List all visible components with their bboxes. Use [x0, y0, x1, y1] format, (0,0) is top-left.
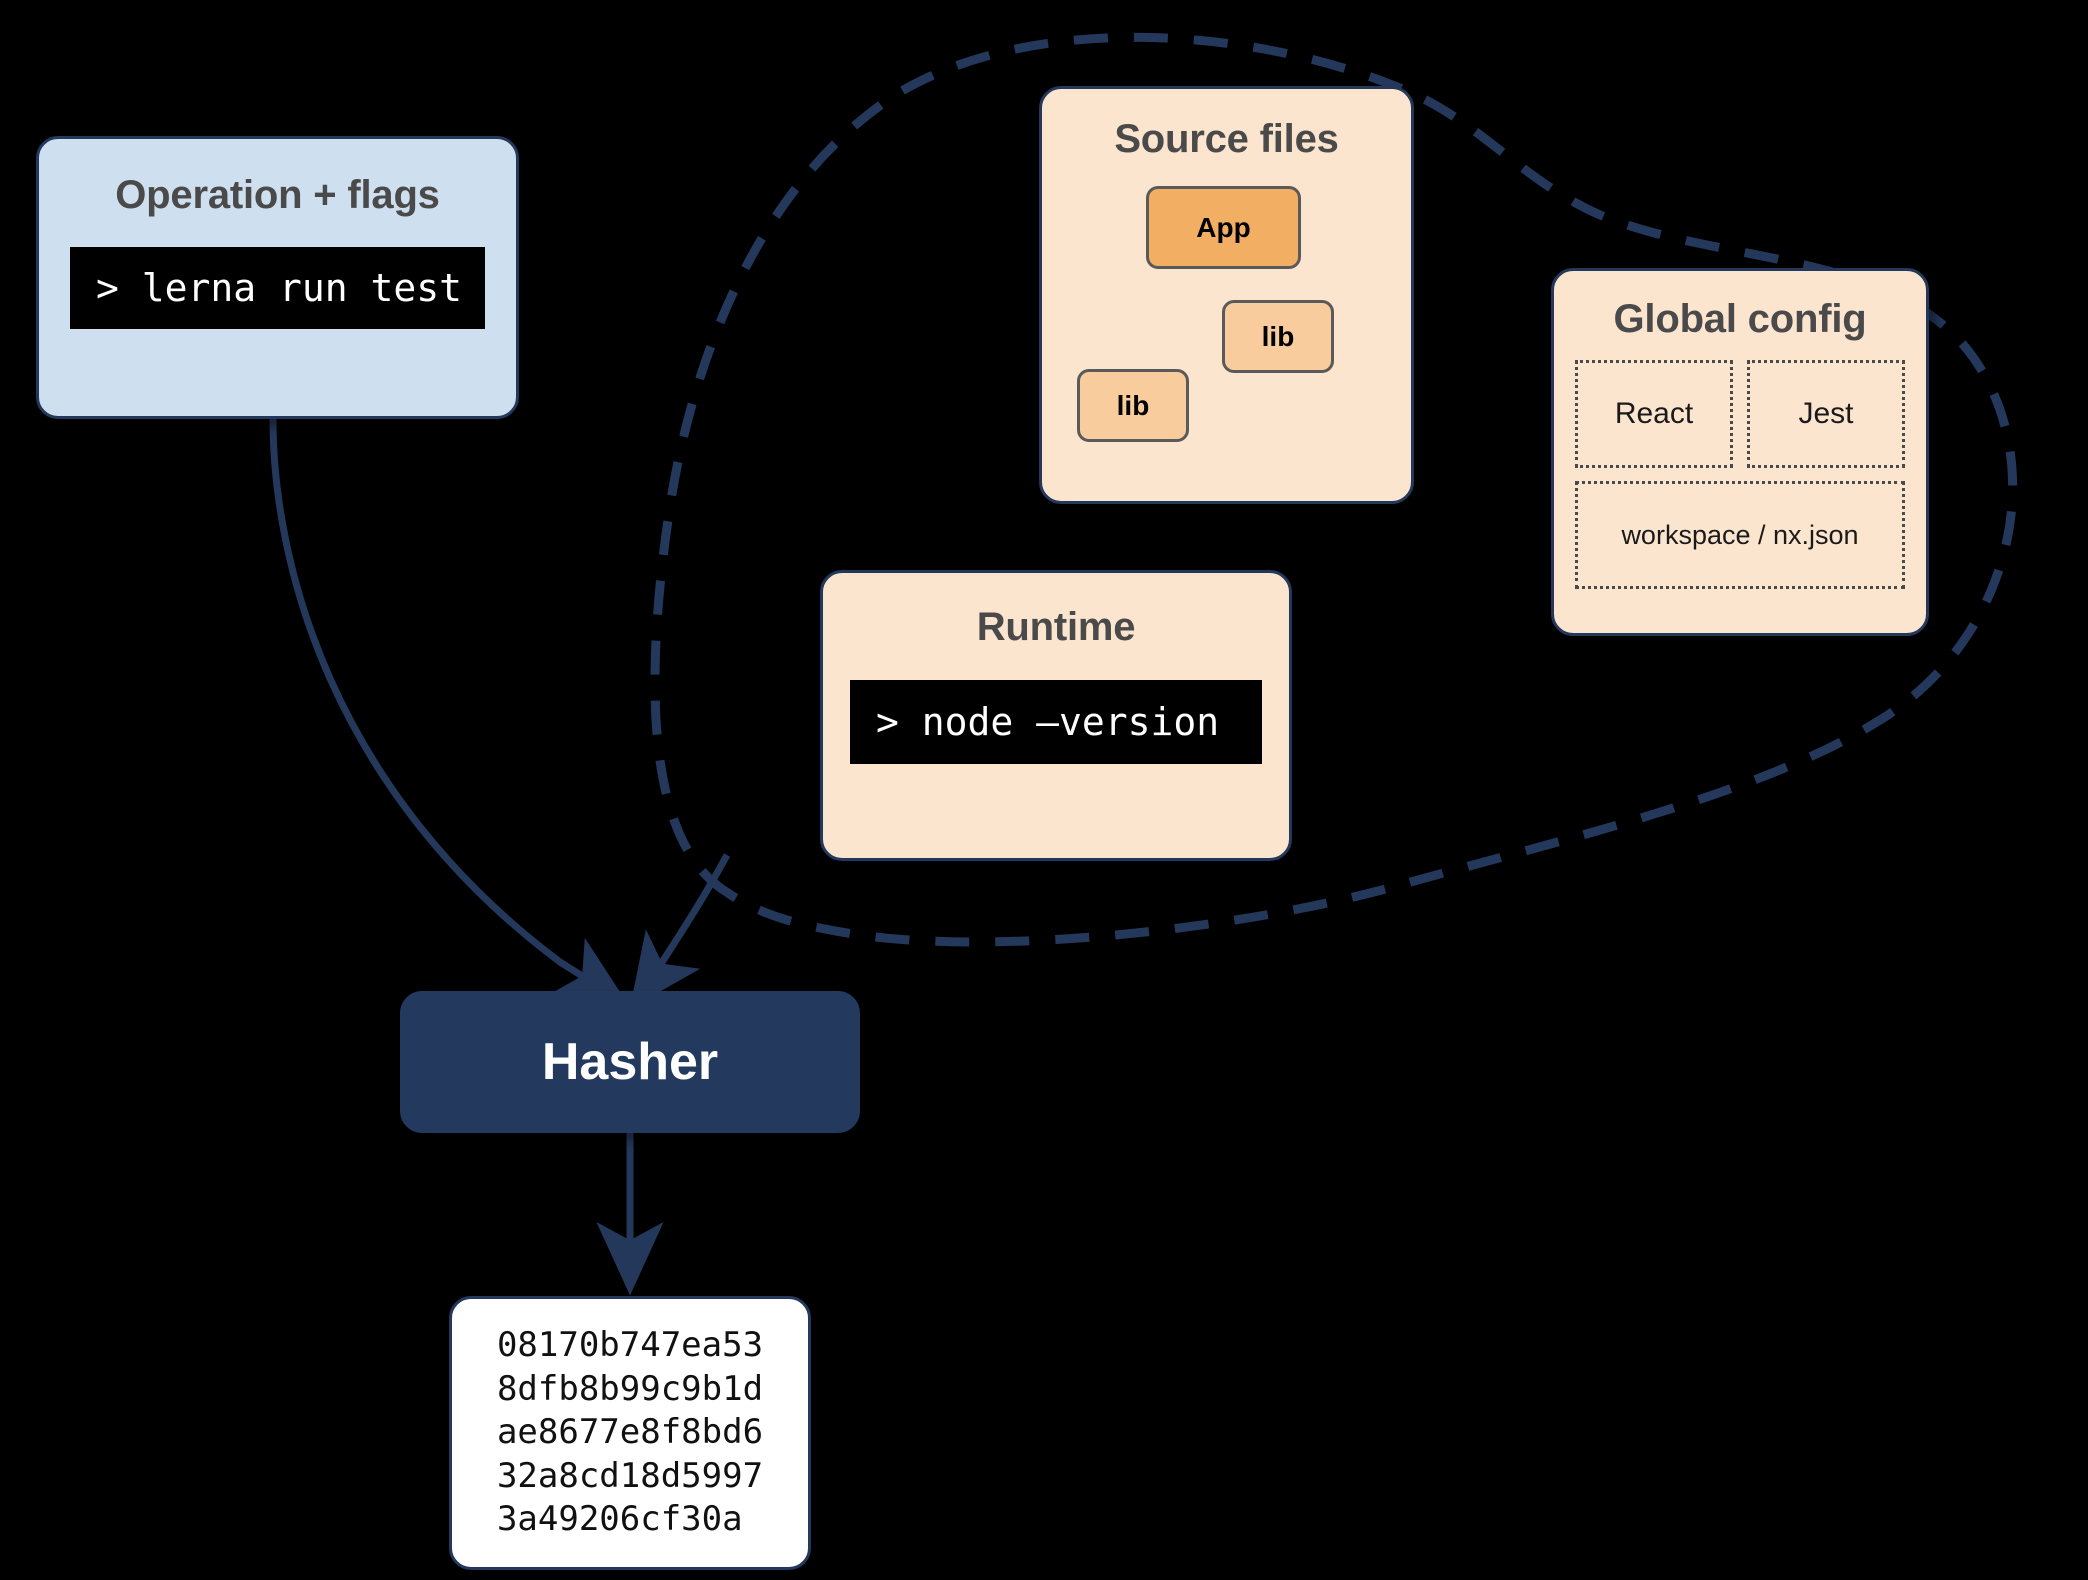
global-config-card: Global config React Jest workspace / nx.…	[1551, 268, 1929, 636]
global-config-title: Global config	[1613, 297, 1867, 341]
hasher-node: Hasher	[400, 991, 860, 1133]
edge-operation-to-hasher	[269, 418, 629, 1006]
runtime-terminal: > node –version	[850, 680, 1262, 764]
config-cell-react: React	[1575, 360, 1733, 468]
hash-output-card: 08170b747ea53 8dfb8b99c9b1d ae8677e8f8bd…	[449, 1296, 811, 1570]
source-files-title: Source files	[1114, 117, 1339, 161]
global-config-grid: React Jest workspace / nx.json	[1575, 360, 1905, 589]
hash-output-text: 08170b747ea53 8dfb8b99c9b1d ae8677e8f8bd…	[496, 1325, 764, 1540]
operation-flags-card: Operation + flags > lerna run test	[36, 136, 519, 419]
operation-terminal: > lerna run test	[70, 247, 485, 329]
global-config-row-top: React Jest	[1575, 360, 1905, 468]
config-cell-jest: Jest	[1747, 360, 1905, 468]
edge-group-to-hasher	[629, 853, 731, 1009]
runtime-title: Runtime	[976, 605, 1136, 649]
source-files-card: Source files App lib lib	[1039, 86, 1414, 504]
runtime-card: Runtime > node –version	[820, 570, 1292, 861]
hasher-label: Hasher	[541, 1033, 719, 1091]
config-cell-workspace: workspace / nx.json	[1575, 481, 1905, 589]
source-files-graph: App lib lib	[1042, 162, 1411, 442]
operation-flags-title: Operation + flags	[115, 173, 440, 217]
package-node-lib-left: lib	[1077, 369, 1189, 442]
package-node-app: App	[1146, 186, 1301, 269]
package-node-lib-right: lib	[1222, 300, 1334, 373]
